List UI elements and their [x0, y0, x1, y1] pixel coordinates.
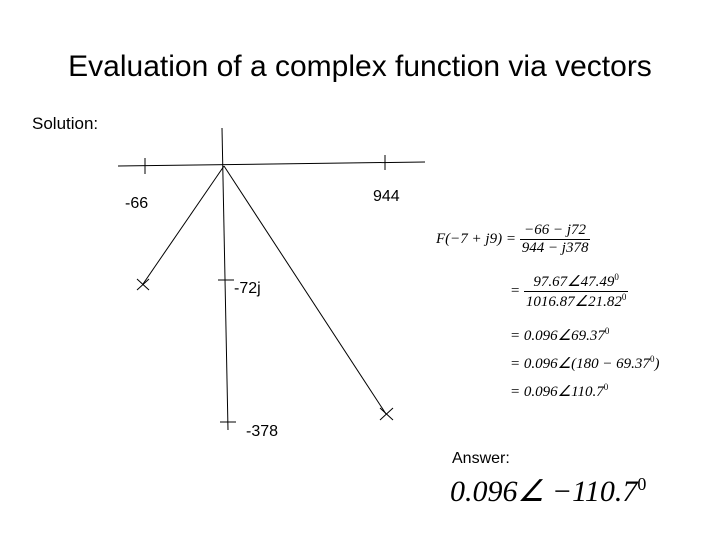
equation-line-3: = 0.096∠69.370 [510, 326, 610, 344]
equation-fraction-1: −66 − j72 944 − j378 [519, 222, 591, 257]
label-neg378: -378 [246, 423, 278, 440]
imaginary-axis [221, 127, 229, 431]
fraction-1-numerator: −66 − j72 [519, 222, 591, 240]
label-neg66: -66 [125, 195, 148, 212]
equation-lhs: F(−7 + j9) = [436, 230, 516, 247]
slide-title: Evaluation of a complex function via vec… [68, 50, 652, 83]
answer-value: 0.096∠ −110.70 [450, 474, 647, 508]
numerator-vector [142, 165, 225, 285]
fraction-2-denominator: 1016.87∠21.820 [525, 292, 627, 310]
equation-line-4: = 0.096∠(180 − 69.370) [510, 354, 660, 372]
equation-line-1: F(−7 + j9) = −66 − j72 944 − j378 [436, 222, 591, 257]
answer-label: Answer: [452, 450, 510, 467]
denominator-vector [223, 165, 387, 415]
label-neg72j: -72j [234, 280, 261, 297]
label-pos944: 944 [373, 188, 400, 205]
equation-line-2: = 97.67∠47.490 1016.87∠21.820 [510, 272, 629, 311]
solution-label: Solution: [32, 114, 99, 133]
fraction-1-denominator: 944 − j378 [521, 240, 589, 256]
denominator-tip-marker [379, 407, 394, 421]
numerator-tip-marker [136, 278, 150, 291]
real-axis [117, 161, 426, 167]
equation-line-5: = 0.096∠110.70 [510, 382, 609, 400]
equation-fraction-2: 97.67∠47.490 1016.87∠21.820 [523, 272, 629, 311]
fraction-2-numerator: 97.67∠47.490 [523, 272, 629, 292]
